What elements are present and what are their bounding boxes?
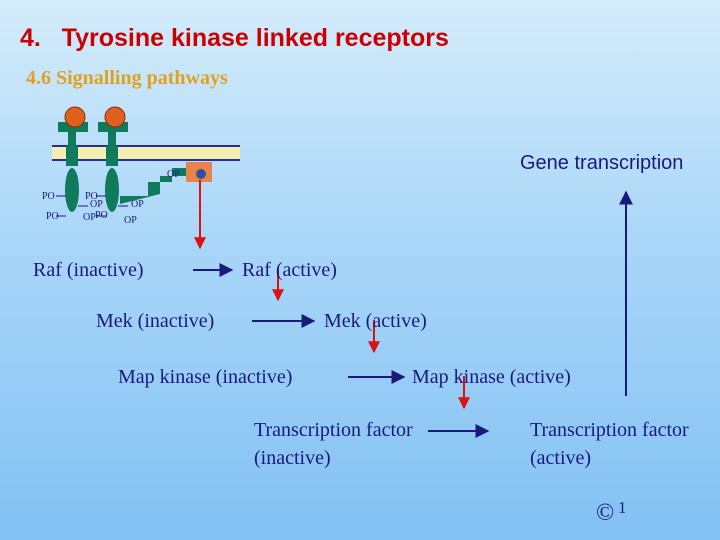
phospho-label: OP [124, 215, 137, 226]
transcription-factor-active-label: Transcription factor (active) [530, 419, 689, 469]
map-kinase-inactive-label: Map kinase (inactive) [118, 366, 293, 388]
page-title: 4. Tyrosine kinase linked receptors [20, 24, 449, 52]
raf-active-label: Raf (active) [242, 259, 337, 281]
phospho-ticks [56, 195, 128, 217]
mek-active-label: Mek (active) [324, 310, 427, 332]
page-subtitle: 4.6 Signalling pathways [26, 67, 228, 89]
phospho-label: OP [90, 199, 103, 210]
adaptor-bridge [120, 168, 186, 204]
gene-transcription-label: Gene transcription [520, 152, 684, 174]
adaptor-phosphate-icon [196, 169, 206, 179]
phospho-label: PO [46, 211, 59, 222]
phospho-label: PO [95, 210, 108, 221]
receptor-left [58, 106, 88, 212]
transcription-factor-inactive-label: Transcription factor (inactive) [254, 419, 413, 469]
phospho-label: PO [85, 191, 98, 202]
raf-inactive-label: Raf (inactive) [33, 259, 144, 281]
phospho-label: PO [42, 191, 55, 202]
copyright-symbol: © [596, 500, 615, 526]
adaptor-label: OP [167, 169, 180, 180]
receptor-right [98, 106, 128, 212]
mek-inactive-label: Mek (inactive) [96, 310, 215, 332]
cell-membrane [52, 145, 240, 161]
page-number: 1 [618, 498, 627, 517]
map-kinase-active-label: Map kinase (active) [412, 366, 571, 388]
phospho-label: OP [83, 212, 96, 223]
phospho-label: OP [131, 199, 144, 210]
